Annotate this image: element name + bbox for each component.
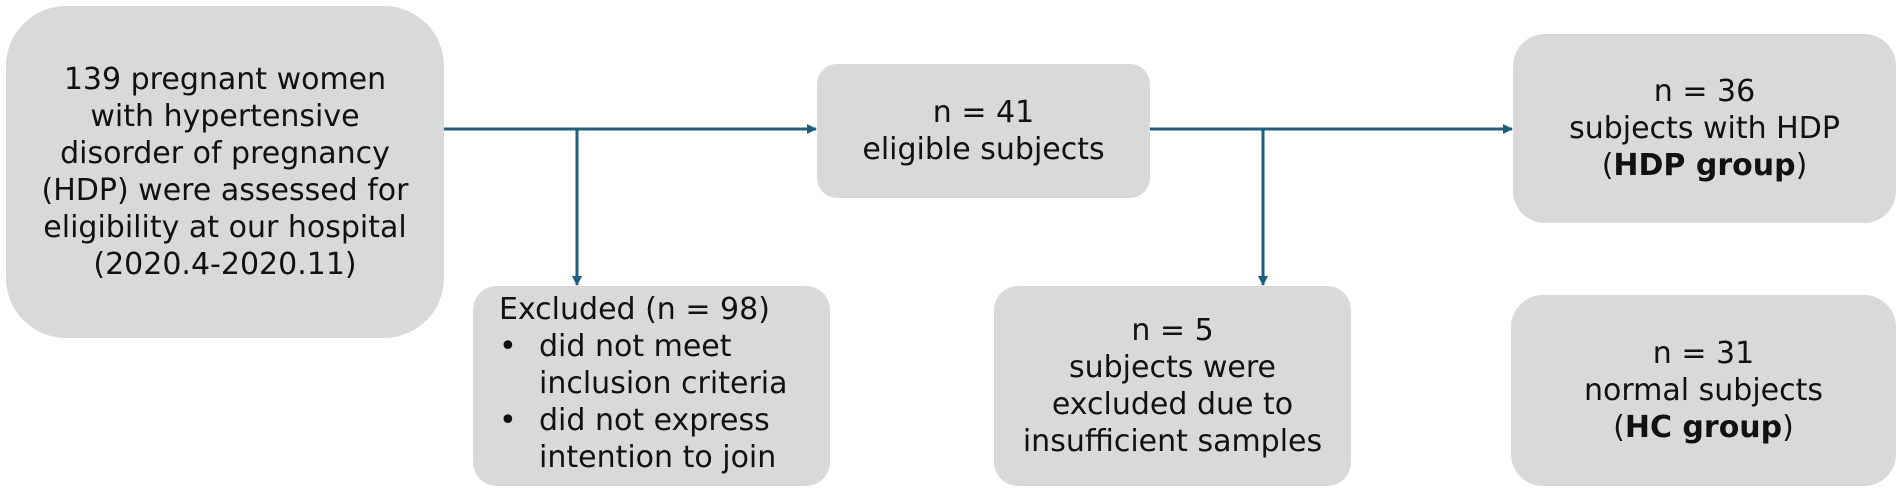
hc-group-box: n = 31 normal subjects (HC group) [1511, 295, 1896, 486]
eligible-count: n = 41 [932, 95, 1035, 130]
assessed-box: 139 pregnant women with hypertensive dis… [6, 6, 444, 338]
paren-close: ) [1782, 410, 1794, 445]
hdp-group-name-line: (HDP group) [1602, 147, 1808, 184]
insufficient-line: insufficient samples [1022, 424, 1323, 459]
assessed-line: with hypertensive [90, 99, 360, 134]
assessed-line: eligibility at our hospital [43, 210, 407, 245]
hdp-count: n = 36 [1653, 74, 1756, 109]
exclusion-reason-line: intention to join [539, 440, 777, 475]
insufficient-line: subjects were [1068, 350, 1277, 385]
assessed-line: (2020.4-2020.11) [93, 247, 357, 282]
hc-group-name-line: (HC group) [1613, 409, 1794, 446]
eligible-label: eligible subjects [862, 132, 1105, 167]
hdp-group-box: n = 36 subjects with HDP (HDP group) [1513, 34, 1896, 223]
assessed-line: disorder of pregnancy [60, 136, 390, 171]
paren-open: ( [1613, 410, 1625, 445]
bullet-icon: • [499, 329, 517, 364]
exclusion-reason: • did not express intention to join [499, 402, 788, 476]
exclusion-reason-line: did not meet [539, 329, 732, 364]
excluded-box: Excluded (n = 98) • did not meet inclusi… [473, 286, 830, 486]
assessed-line: (HDP) were assessed for [41, 173, 409, 208]
hc-group-name: HC group [1624, 410, 1783, 445]
exclusion-reason-text: did not meet inclusion criteria [539, 328, 788, 402]
insufficient-line: excluded due to [1051, 387, 1294, 422]
exclusion-reason-line: did not express [539, 403, 770, 438]
hc-label: normal subjects [1583, 373, 1824, 408]
eligible-box: n = 41 eligible subjects [817, 64, 1150, 198]
paren-open: ( [1601, 148, 1614, 183]
insufficient-box: n = 5 subjects were excluded due to insu… [994, 286, 1351, 486]
hdp-group-name: HDP group [1613, 148, 1796, 183]
bullet-icon: • [499, 403, 517, 438]
exclusion-reason-text: did not express intention to join [539, 402, 776, 476]
insufficient-line: n = 5 [1131, 313, 1214, 348]
hc-count: n = 31 [1652, 336, 1755, 371]
assessed-line: 139 pregnant women [63, 62, 387, 97]
excluded-title: Excluded (n = 98) [499, 292, 770, 327]
hdp-label: subjects with HDP [1569, 111, 1840, 146]
exclusion-reason: • did not meet inclusion criteria [499, 328, 788, 402]
exclusion-reason-line: inclusion criteria [539, 366, 788, 401]
paren-close: ) [1795, 148, 1808, 183]
exclusion-reasons: • did not meet inclusion criteria • did … [499, 328, 788, 476]
